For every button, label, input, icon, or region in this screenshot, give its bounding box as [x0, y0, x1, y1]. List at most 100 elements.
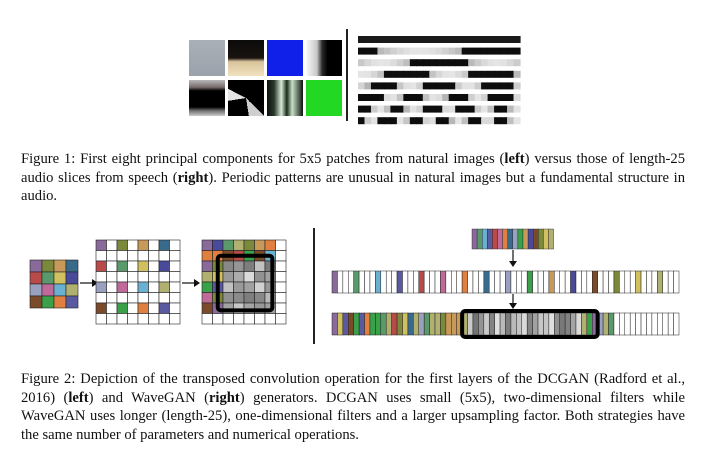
wavegan-output-cell [673, 312, 680, 336]
audio-cell [507, 70, 515, 78]
wavegan-upsampled-cell [445, 270, 452, 294]
audio-cell [396, 36, 404, 43]
wavegan-upsampled-cell [423, 270, 430, 294]
audio-cell [442, 70, 450, 78]
wavegan-output-cell [451, 312, 457, 336]
wavegan-upsampled-cell [348, 270, 354, 294]
audio-cell [435, 59, 443, 67]
image-component-3 [267, 40, 303, 76]
audio-cell [403, 36, 411, 43]
audio-cell [513, 82, 521, 90]
wavegan-output-cell [331, 312, 338, 336]
audio-cell [390, 105, 398, 113]
audio-cell [500, 105, 508, 113]
audio-cell [429, 117, 437, 125]
wavegan-upsampled-cell [662, 270, 669, 294]
audio-component-row [358, 70, 521, 78]
audio-cell [474, 59, 482, 67]
audio-cell [461, 117, 469, 125]
wavegan-output-cell [494, 312, 501, 336]
wavegan-output-cell [391, 312, 398, 336]
wavegan-upsampled-cell [385, 270, 392, 294]
audio-cell [383, 70, 391, 78]
arrow-head [509, 303, 517, 309]
audio-cell [461, 94, 469, 101]
audio-cell [500, 70, 508, 78]
audio-cell [416, 70, 424, 78]
wavegan-upsampled-cell [602, 270, 609, 294]
wavegan-upsampled-cell [413, 270, 419, 294]
audio-component-row [358, 105, 521, 113]
figure1-caption: Figure 1: First eight principal componen… [21, 150, 685, 206]
wavegan-output-cell [526, 312, 533, 336]
wavegan-output-cell [429, 312, 436, 336]
audio-cell [468, 59, 476, 67]
audio-cell [494, 70, 502, 78]
wavegan-upsampled-cell [434, 270, 441, 294]
wavegan-output-cell [516, 312, 523, 336]
wavegan-upsampled-cell [364, 270, 371, 294]
wavegan-input-cell [543, 228, 549, 250]
audio-cell [507, 36, 515, 43]
wavegan-output-cell [619, 312, 626, 336]
wavegan-output-cell [348, 312, 354, 336]
audio-cell [513, 94, 521, 101]
wavegan-output-cell [586, 312, 593, 336]
wavegan-upsampled-cell [342, 270, 349, 294]
audio-cell [474, 70, 482, 78]
wavegan-upsampled-cell [418, 270, 425, 294]
dcgan-filter-box [215, 253, 275, 313]
wavegan-output-cell [402, 312, 409, 336]
audio-cell [474, 82, 482, 90]
wavegan-output-cell [624, 312, 631, 336]
wavegan-upsampled-cell [559, 270, 566, 294]
audio-cell [390, 47, 398, 55]
audio-cell [416, 36, 424, 43]
audio-cell [409, 70, 417, 78]
audio-cell [435, 47, 443, 55]
wavegan-output-cell [548, 312, 555, 336]
audio-cell [370, 70, 379, 78]
audio-cell [390, 94, 398, 101]
wavegan-output-cell [467, 312, 474, 336]
wavegan-output-cell [445, 312, 452, 336]
figure2-caption-segment: ) and WaveGAN ( [88, 389, 209, 406]
audio-cell [416, 105, 424, 113]
wavegan-output-cell [629, 312, 636, 336]
audio-cell [409, 94, 417, 101]
wavegan-output-cell [413, 312, 419, 336]
audio-cell [358, 94, 366, 101]
audio-cell [513, 59, 521, 67]
audio-cell [513, 36, 521, 43]
audio-cell [455, 70, 463, 78]
audio-cell [474, 117, 482, 125]
audio-cell [429, 70, 437, 78]
audio-cell [448, 105, 456, 113]
audio-cell [435, 105, 443, 113]
wavegan-upsampled-cell [543, 270, 550, 294]
image-component-2 [228, 40, 264, 76]
wavegan-output-cell [407, 312, 414, 336]
figure2-caption: Figure 2: Depiction of the transposed co… [21, 370, 685, 444]
audio-cell [474, 94, 482, 101]
wavegan-output-cell [418, 312, 425, 336]
audio-cell [494, 105, 502, 113]
audio-cell [377, 59, 385, 67]
audio-cell [364, 117, 372, 125]
audio-cell [370, 59, 379, 67]
figure1-caption-segment: ). Periodic patterns are unusual in natu… [21, 169, 686, 205]
wavegan-upsampled-cell [640, 270, 647, 294]
audio-cell [422, 82, 430, 90]
wavegan-upsampled-cell [353, 270, 360, 294]
audio-cell [461, 82, 469, 90]
wavegan-input-cell [502, 228, 508, 250]
audio-component-row [358, 47, 521, 55]
dcgan-input-cell [65, 295, 79, 309]
audio-cell [403, 117, 411, 125]
figure1-caption-segment: left [504, 151, 525, 167]
audio-cell [487, 82, 495, 90]
audio-cell [364, 105, 372, 113]
wavegan-output-cell [581, 312, 588, 336]
audio-cell [500, 36, 508, 43]
